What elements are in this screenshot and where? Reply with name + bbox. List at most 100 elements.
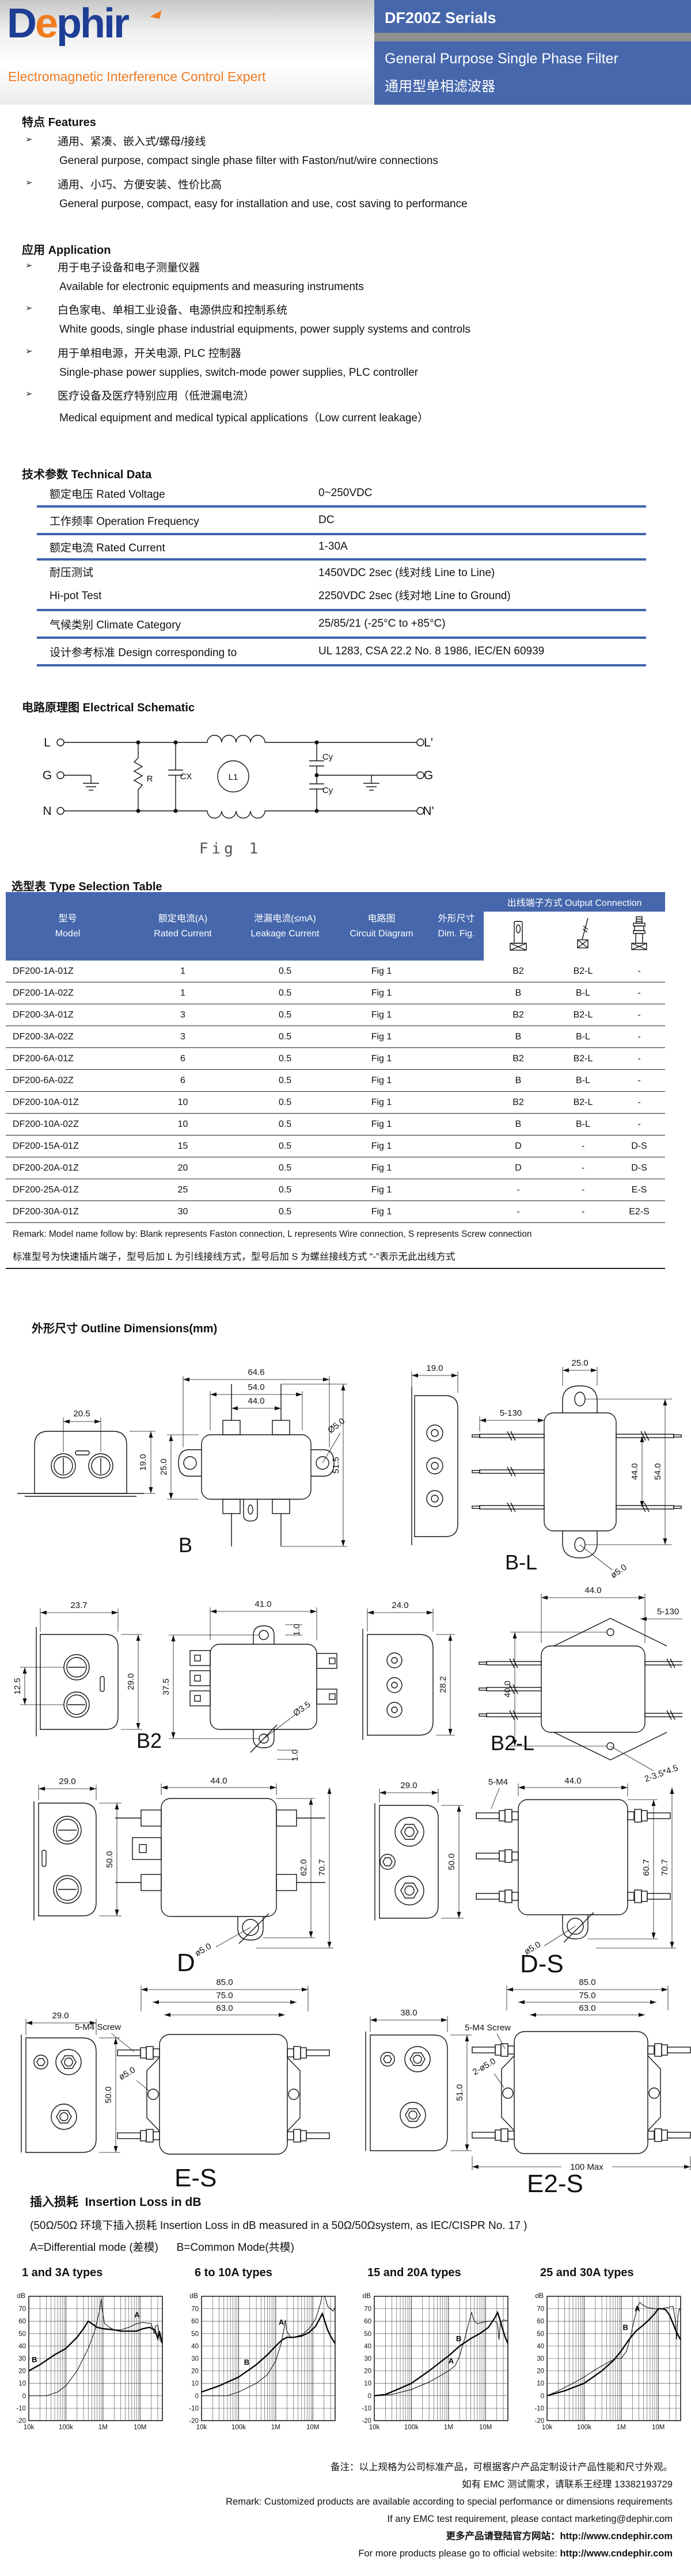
svg-text:70: 70 xyxy=(18,2306,26,2313)
footer-remark-en: Remark: Customized products are availabl… xyxy=(226,2497,673,2507)
chart-title: 1 and 3A types xyxy=(22,2266,103,2279)
footer-website-zh: 更多产品请登陆官方网站：http://www.cndephir.com xyxy=(446,2531,673,2541)
insertion-loss-modes: A=Differential mode (差模) B=Common Mode(共… xyxy=(30,2242,294,2254)
feature-item-en: General purpose, compact, easy for insta… xyxy=(59,198,468,210)
dephir-logo: Dephir xyxy=(7,1,130,47)
dim-label: 100 Max xyxy=(570,2162,603,2172)
svg-text:-20: -20 xyxy=(362,2418,371,2425)
svg-text:60: 60 xyxy=(18,2318,26,2325)
arrow-bullet-icon: ➢ xyxy=(25,135,33,144)
product-title-zh: 通用型单相滤波器 xyxy=(385,79,495,94)
outline-figure-D-S: 29.0 50.0 44.0 60.7 70.7 ø5.0 5-M4 D-S xyxy=(374,1776,676,1977)
application-item-zh: 医疗设备及医疗特别应用（低泄漏电流） xyxy=(58,390,255,402)
page-header: Dephir Electromagnetic Interference Cont… xyxy=(0,0,691,105)
chart-title: 25 and 30A types xyxy=(540,2266,634,2279)
col-header-rated-current: 额定电流(A)Rated Current xyxy=(130,892,236,961)
terminal-label: G xyxy=(424,769,433,782)
series-title: DF200Z Serials xyxy=(385,9,496,26)
svg-text:-20: -20 xyxy=(189,2418,199,2425)
product-title-en: General Purpose Single Phase Filter xyxy=(385,51,618,67)
svg-text:100k: 100k xyxy=(59,2424,73,2431)
dim-label: 70.7 xyxy=(660,1859,670,1876)
dim-label: 25.0 xyxy=(159,1458,169,1475)
dim-label: 54.0 xyxy=(653,1463,663,1480)
svg-text:100k: 100k xyxy=(231,2424,246,2431)
svg-text:-20: -20 xyxy=(534,2418,544,2425)
dim-label: ø5.0 xyxy=(117,2065,137,2082)
svg-text:0: 0 xyxy=(541,2393,544,2400)
svg-text:40: 40 xyxy=(191,2343,199,2350)
svg-text:70: 70 xyxy=(364,2306,371,2313)
chart-title: 6 to 10A types xyxy=(195,2266,272,2279)
svg-text:100k: 100k xyxy=(404,2424,419,2431)
figure-label: E2-S xyxy=(527,2170,583,2198)
logo-accent-triangle-icon xyxy=(150,8,162,19)
svg-text:-10: -10 xyxy=(189,2405,199,2412)
application-heading: 应用 Application xyxy=(22,244,111,257)
svg-text:30: 30 xyxy=(191,2356,199,2362)
dim-label: 5-M4 xyxy=(488,1777,508,1787)
dim-label: 2-ø5.0 xyxy=(471,2056,498,2077)
svg-text:A: A xyxy=(279,2318,284,2327)
feature-item-zh: 通用、紧凑、嵌入式/螺母/接线 xyxy=(58,136,206,148)
features-heading: 特点 Features xyxy=(22,116,96,129)
svg-text:1M: 1M xyxy=(98,2424,108,2431)
terminal-label: G xyxy=(43,769,52,782)
dim-label: 28.2 xyxy=(438,1676,448,1693)
dim-label: 19.0 xyxy=(138,1454,148,1470)
component-label: CX xyxy=(180,772,192,782)
arrow-bullet-icon: ➢ xyxy=(25,261,33,270)
svg-text:30: 30 xyxy=(18,2356,26,2362)
application-item-zh: 白色家电、单相工业设备、电源供应和控制系统 xyxy=(58,304,288,317)
dim-label: 44.0 xyxy=(630,1463,640,1480)
svg-text:dB: dB xyxy=(189,2292,198,2300)
footer-website-en: For more products please go to official … xyxy=(358,2548,673,2559)
svg-text:0: 0 xyxy=(368,2393,371,2400)
dim-label: 23.7 xyxy=(70,1601,87,1610)
svg-text:100k: 100k xyxy=(577,2424,591,2431)
svg-text:-10: -10 xyxy=(534,2405,544,2412)
selection-remark-zh: 标准型号为快速插片端子，型号后加 L 为引线接线方式，型号后加 S 为螺丝接线方… xyxy=(13,1252,455,1262)
svg-text:10: 10 xyxy=(364,2380,371,2387)
selection-remark-en: Remark: Model name follow by: Blank repr… xyxy=(13,1229,532,1239)
dim-label: 44.0 xyxy=(584,1586,601,1595)
svg-text:50: 50 xyxy=(537,2331,544,2338)
dim-label: 29.0 xyxy=(59,1777,75,1786)
dim-label: 75.0 xyxy=(579,1991,595,2000)
dim-label: 62.0 xyxy=(299,1859,309,1876)
application-item-zh: 用于电子设备和电子测量仪器 xyxy=(58,262,200,274)
dim-label: 5-130 xyxy=(657,1607,679,1617)
outline-figure-B2: 23.7 12.5 29.0 41.0 37.5 1.0 Ø3.5 1.0 B2 xyxy=(13,1599,337,1761)
figure-label: D-S xyxy=(520,1950,564,1977)
svg-text:dB: dB xyxy=(17,2292,25,2300)
selection-table-heading: 选型表 Type Selection Table xyxy=(12,881,162,893)
dim-label: 51.0 xyxy=(455,2084,465,2101)
component-label: R xyxy=(147,774,153,784)
company-tagline: Electromagnetic Interference Control Exp… xyxy=(8,69,266,84)
svg-text:10M: 10M xyxy=(652,2424,665,2431)
insertion-loss-heading: 插入损耗 Insertion Loss in dB xyxy=(30,2196,202,2209)
svg-text:-20: -20 xyxy=(16,2418,26,2425)
application-item-zh: 用于单相电源，开关电源, PLC 控制器 xyxy=(58,348,241,360)
svg-text:70: 70 xyxy=(191,2306,199,2313)
dim-label: 60.7 xyxy=(641,1859,651,1876)
svg-text:1M: 1M xyxy=(271,2424,280,2431)
feature-item-en: General purpose, compact single phase fi… xyxy=(59,155,438,167)
figure-label: D xyxy=(177,1949,195,1977)
svg-text:30: 30 xyxy=(537,2356,544,2362)
